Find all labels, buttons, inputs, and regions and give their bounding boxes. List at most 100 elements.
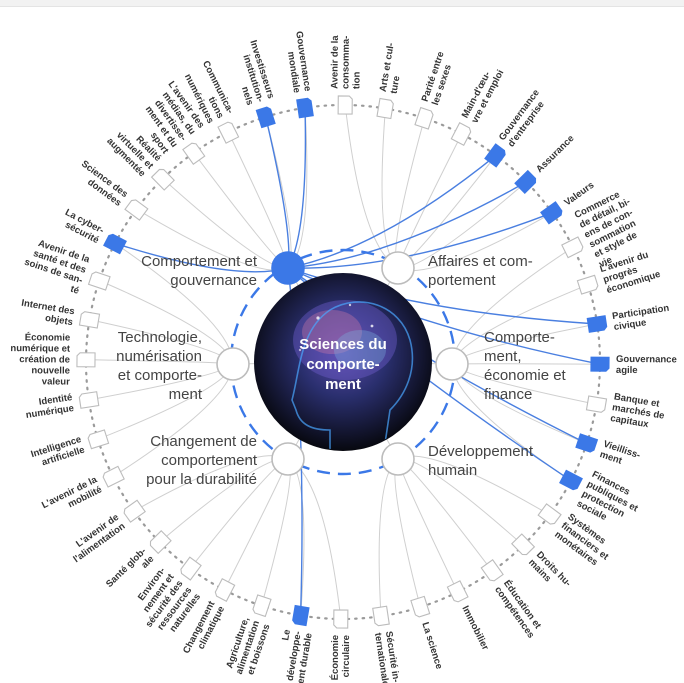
topic-marker-highlighted xyxy=(586,315,608,333)
topic-label: Économiecirculaire xyxy=(330,635,352,681)
topic-label: Intelligenceartificielle xyxy=(30,434,86,471)
hub-label-line: Changement de xyxy=(150,433,257,450)
topic-node[interactable]: Gouvernancemondiale xyxy=(282,30,314,119)
topic-marker xyxy=(511,533,536,556)
hub-label-line: humain xyxy=(428,462,477,479)
topic-label: Agriculture,alimentationet boissons xyxy=(223,616,272,680)
topic-node[interactable]: Avenir de laconsomma-tion xyxy=(329,35,363,115)
topic-node[interactable]: L'avenir de lamobilité xyxy=(40,465,125,521)
topic-marker xyxy=(87,429,110,450)
topic-marker xyxy=(333,609,349,629)
topic-node[interactable]: Identiténumérique xyxy=(23,391,100,421)
topic-node[interactable]: Assurance xyxy=(514,133,577,194)
highlighted-link xyxy=(287,154,497,269)
topic-label-line: consomma- xyxy=(340,36,351,89)
topic-label: Identiténumérique xyxy=(23,392,74,421)
topic-node[interactable]: Intelligenceartificielle xyxy=(30,429,110,471)
topic-marker xyxy=(410,595,431,618)
topic-label-line: valeur xyxy=(42,376,70,387)
topic-label: Éducation etcompétences xyxy=(492,578,545,640)
topic-marker xyxy=(214,578,236,602)
topic-label: Gouvernanced'entreprise xyxy=(497,87,551,149)
hub-label-line: ment xyxy=(169,386,203,403)
topic-marker-highlighted xyxy=(540,201,563,225)
topic-label: L'avenir del'alimentation xyxy=(65,512,127,565)
center-title-line: comporte- xyxy=(306,356,379,373)
topic-node[interactable]: Gouvernanced'entreprise xyxy=(484,87,551,168)
topic-node[interactable]: Immobilier xyxy=(446,580,491,652)
brain-image xyxy=(291,300,414,450)
topic-link xyxy=(397,155,497,269)
topic-label-line: objets xyxy=(44,313,73,328)
topic-label-line: Immobilier xyxy=(459,604,490,652)
topic-marker xyxy=(414,106,434,130)
topic-label-line: vie xyxy=(597,254,614,270)
topic-label-line: ture xyxy=(389,75,403,95)
topic-node[interactable]: Sécurité in-ternationale xyxy=(372,605,402,683)
topic-marker xyxy=(180,556,202,581)
topic-label-line: Identité xyxy=(38,392,73,408)
topic-marker xyxy=(150,168,175,191)
topic-label-line: circulaire xyxy=(341,635,352,677)
topic-label-line: Économie xyxy=(330,635,341,681)
topic-label: Systèmesfinanciers etmonétaires xyxy=(552,512,617,572)
topic-node[interactable]: Investisseursinstitution-nels xyxy=(226,39,276,129)
topic-marker-highlighted xyxy=(559,469,583,491)
hub-label-line: ment, xyxy=(484,348,522,365)
topic-marker-highlighted xyxy=(575,433,599,453)
topic-label: Droits hu-mains xyxy=(526,549,573,596)
topic-node[interactable]: Participationcivique xyxy=(586,303,672,333)
hub-affaires-comportement[interactable]: Affaires et com-portement xyxy=(381,251,533,289)
topic-node[interactable]: Internet desobjets xyxy=(19,298,101,329)
hub-label-line: Comporte- xyxy=(484,329,555,346)
topic-label: Gouvernancemondiale xyxy=(282,30,313,93)
topic-node[interactable]: Parité entreles sexes xyxy=(414,50,457,130)
topic-label-line: création de xyxy=(19,354,70,365)
topic-marker-highlighted xyxy=(103,233,127,255)
topic-label-line: agile xyxy=(616,365,638,376)
topic-node[interactable]: Agriculture,alimentationet boissons xyxy=(223,594,273,680)
topic-label: Parité entreles sexes xyxy=(420,50,457,107)
hub-label-line: pour la durabilité xyxy=(146,471,257,488)
topic-label-line: té xyxy=(69,284,81,297)
topic-node[interactable]: Économiecirculaire xyxy=(330,609,352,681)
hub-label-line: portement xyxy=(428,272,496,289)
topic-label-line: Avenir de la xyxy=(329,35,340,89)
topic-link xyxy=(227,131,289,269)
topic-node[interactable]: Banque etmarchés decapitaux xyxy=(585,391,667,432)
topic-node[interactable]: Avenir de lasanté et dessoins de san-té xyxy=(19,236,111,297)
topic-link xyxy=(261,458,291,606)
topic-marker-highlighted xyxy=(296,97,314,119)
hub-node-circle xyxy=(381,251,415,285)
topic-label-line: Gouvernance xyxy=(616,354,677,366)
topic-label: L'avenir de lamobilité xyxy=(40,474,104,521)
topic-node[interactable]: Arts et cul-ture xyxy=(376,42,408,120)
topic-label: Arts et cul-ture xyxy=(378,42,408,95)
topic-marker xyxy=(123,499,146,523)
topic-node[interactable]: La science xyxy=(410,595,445,671)
topic-node[interactable]: Vieilliss-ment xyxy=(575,433,642,472)
hub-label-line: Affaires et com- xyxy=(428,253,533,270)
topic-node[interactable]: L'avenir duprogrèséconomique xyxy=(576,248,662,296)
topic-label-line: La science xyxy=(419,621,444,671)
topic-node[interactable]: Main-d'œu-vre et emploi xyxy=(450,63,506,146)
topic-marker xyxy=(149,530,172,555)
topic-marker xyxy=(252,594,272,618)
topic-node[interactable]: Ledéveloppe-ment durable xyxy=(272,604,315,683)
